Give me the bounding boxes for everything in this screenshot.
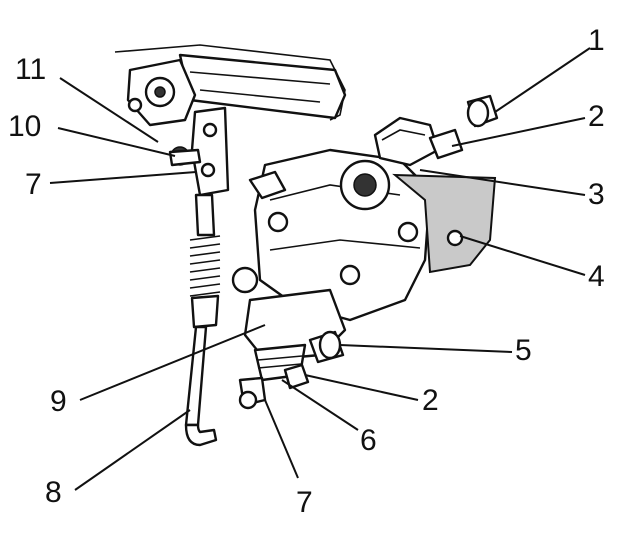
callout-7-bottom: 7 [296, 486, 313, 519]
callout-3: 3 [588, 178, 605, 211]
callout-5: 5 [515, 334, 532, 367]
callout-10: 10 [8, 110, 42, 143]
frame-rail [114, 44, 347, 121]
callout-6: 6 [360, 424, 377, 457]
upper-bracket [126, 58, 230, 197]
top-fitting [373, 116, 464, 167]
callout-4: 4 [588, 260, 605, 293]
leader-lines [49, 47, 591, 491]
mounting-plate [392, 173, 497, 274]
callout-1: 1 [588, 24, 605, 57]
callout-9: 9 [50, 385, 67, 418]
callout-7-left: 7 [25, 168, 42, 201]
callout-8: 8 [45, 476, 62, 509]
bushing [466, 94, 499, 128]
link-rod-spring [184, 193, 221, 447]
callout-11: 11 [15, 53, 47, 86]
callout-2-bottom: 2 [422, 384, 439, 417]
lower-fitting [283, 330, 345, 390]
callout-2-top: 2 [588, 100, 605, 133]
valve-body [231, 148, 432, 322]
